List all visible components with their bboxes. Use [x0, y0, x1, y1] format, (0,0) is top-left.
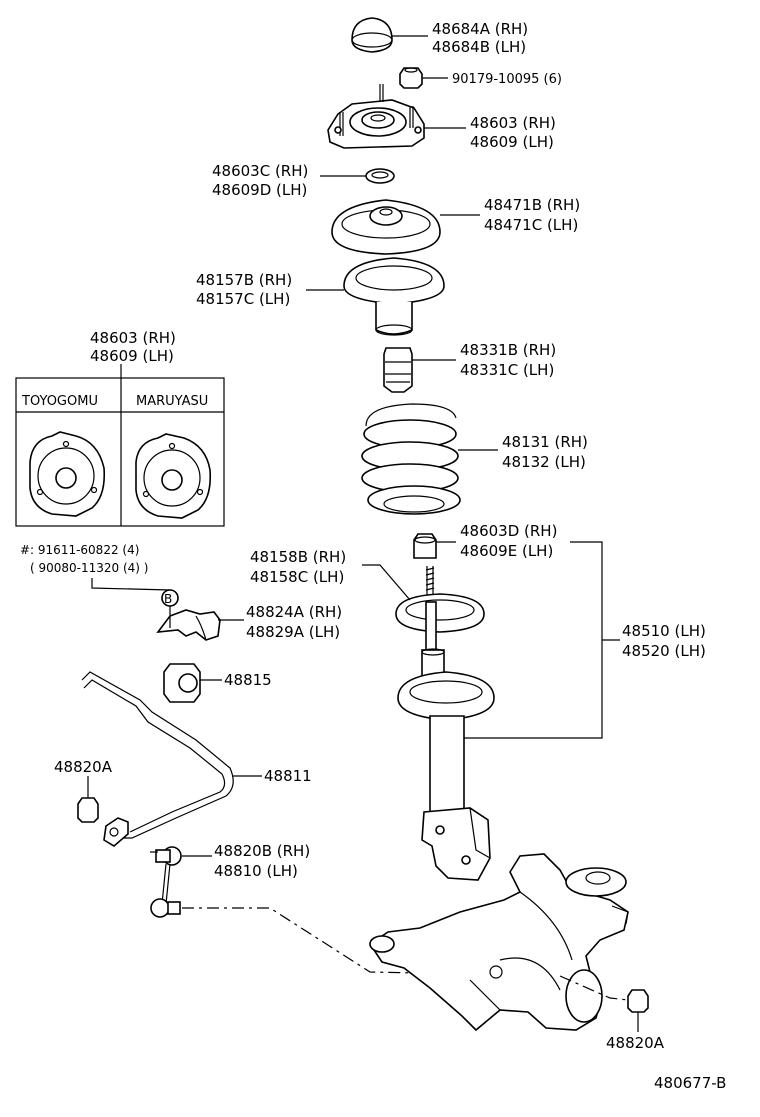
bushing-part: [163, 663, 201, 703]
label-48684a: 48684A (RH): [432, 20, 528, 38]
label-48684b: 48684B (LH): [432, 38, 526, 56]
label-48471b: 48471B (RH): [484, 196, 580, 214]
label-48820a-left: 48820A: [54, 758, 113, 776]
stabilizer-link-part: [150, 846, 182, 918]
label-90179: 90179-10095 (6): [452, 72, 562, 87]
label-48811: 48811: [264, 767, 312, 785]
label-48471c: 48471C (LH): [484, 216, 578, 234]
nut-left-part: [77, 797, 99, 823]
hash-note-line1: #: 91611-60822 (4): [20, 543, 139, 557]
label-48820b: 48820B (RH): [214, 842, 310, 860]
nut-right-part: [627, 989, 649, 1013]
label-48609d: 48609D (LH): [212, 181, 307, 199]
label-48132: 48132 (LH): [502, 453, 586, 471]
bearing-part: [365, 168, 395, 184]
label-48158c: 48158C (LH): [250, 568, 344, 586]
label-48157b: 48157B (RH): [196, 271, 292, 289]
dust-cap-part: [351, 17, 393, 53]
label-48520: 48520 (LH): [622, 642, 706, 660]
label-48609e: 48609E (LH): [460, 542, 553, 560]
label-48157c: 48157C (LH): [196, 290, 290, 308]
label-box-48603: 48603 (RH): [90, 329, 176, 347]
label-box-48609: 48609 (LH): [90, 347, 174, 365]
stabilizer-bar-part: [81, 671, 234, 847]
upper-support-part: [327, 84, 425, 149]
label-48331b: 48331B (RH): [460, 341, 556, 359]
spring-insulator-part: [343, 257, 445, 336]
bump-stopper-part: [383, 347, 413, 393]
coil-spring-part: [361, 403, 461, 515]
drawing-number: 480677-B: [654, 1074, 726, 1092]
lower-insulator-part: [413, 533, 437, 559]
suspension-arm-part: [368, 853, 629, 1032]
label-48603c: 48603C (RH): [212, 162, 308, 180]
label-48603: 48603 (RH): [470, 114, 556, 132]
variant-box: [15, 364, 225, 527]
stabilizer-bracket-part: [156, 589, 221, 641]
label-48331c: 48331C (LH): [460, 361, 554, 379]
label-48131: 48131 (RH): [502, 433, 588, 451]
label-48829a: 48829A (LH): [246, 623, 340, 641]
nut-part: [399, 67, 423, 89]
upper-spring-seat-part: [331, 199, 441, 255]
marker-b: B: [164, 592, 172, 606]
label-48810: 48810 (LH): [214, 862, 298, 880]
label-48158b: 48158B (RH): [250, 548, 346, 566]
label-48824a: 48824A (RH): [246, 603, 342, 621]
label-48609: 48609 (LH): [470, 133, 554, 151]
label-48603d: 48603D (RH): [460, 522, 557, 540]
hash-note-line2: ( 90080-11320 (4) ): [30, 561, 148, 575]
strut-assembly-part: [395, 566, 495, 881]
variant-right-title: MARUYASU: [136, 394, 208, 409]
label-48820a-right: 48820A: [606, 1034, 665, 1052]
label-48510: 48510 (LH): [622, 622, 706, 640]
label-48815: 48815: [224, 671, 272, 689]
variant-left-title: TOYOGOMU: [21, 394, 98, 409]
